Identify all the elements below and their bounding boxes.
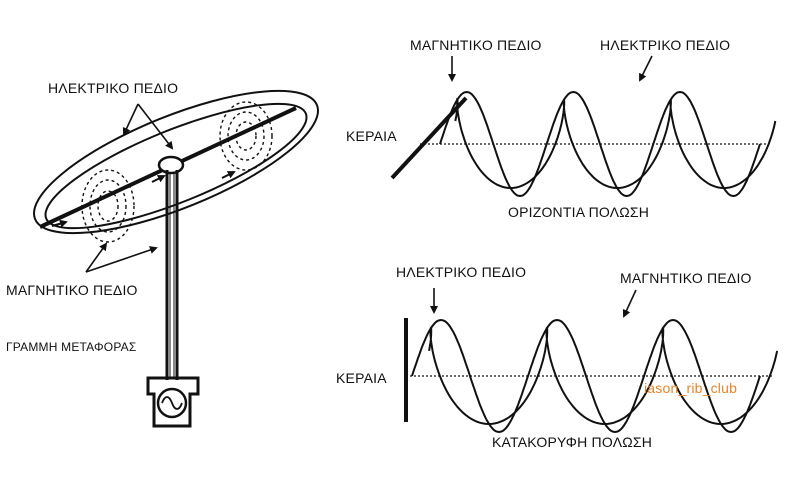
electric-field-wave-bottom — [411, 318, 761, 434]
feed-point — [157, 155, 185, 175]
left-magnetic-field-label: ΜΑΓΝΗΤΙΚΟ ΠΕΔΙΟ — [6, 282, 138, 298]
electric-field-loop-outer — [33, 89, 319, 235]
generator-housing — [146, 376, 200, 428]
vertical-polarization-diagram — [404, 288, 779, 434]
generator-circle — [156, 387, 188, 419]
sine-source-icon — [161, 396, 183, 410]
transmission-line-label: ΓΡΑΜΜΗ ΜΕΤΑΦΟΡΑΣ — [6, 340, 137, 354]
pointer-efield-1 — [122, 103, 139, 136]
horizontal-polarization-caption: ΟΡΙΖΟΝΤΙΑ ΠΟΛΩΣΗ — [508, 204, 650, 220]
electric-field-loop-inner — [44, 102, 308, 230]
magnetic-field-wave-bottom — [428, 326, 779, 426]
top-antenna-label: ΚΕΡΑΙΑ — [346, 128, 397, 144]
top-magnetic-field-label: ΜΑΓΝΗΤΙΚΟ ΠΕΔΙΟ — [410, 37, 542, 53]
left-electric-field-label: ΗΛΕΚΤΡΙΚΟ ΠΕΔΙΟ — [48, 80, 179, 96]
electric-field-wave-top — [439, 90, 761, 198]
watermark: iason_rib_club — [644, 380, 738, 396]
antenna-horizontal — [390, 96, 468, 180]
loop-arrow-right — [221, 171, 236, 179]
pointer-mfield-bottom — [622, 289, 637, 318]
loop-arrow-left — [51, 219, 68, 228]
magnetic-field-wave-top — [454, 97, 777, 190]
bottom-magnetic-field-label: ΜΑΓΝΗΤΙΚΟ ΠΕΔΙΟ — [620, 270, 752, 286]
bottom-electric-field-label: ΗΛΕΚΤΡΙΚΟ ΠΕΔΙΟ — [396, 264, 527, 280]
pointer-mfield-2 — [85, 246, 158, 273]
pointer-efield-top — [639, 55, 653, 82]
pointer-efield-2 — [137, 103, 174, 150]
bottom-antenna-label: ΚΕΡΑΙΑ — [336, 370, 387, 386]
horizontal-polarization-diagram — [390, 55, 777, 198]
pointer-mfield-1 — [85, 242, 108, 273]
vertical-polarization-caption: ΚΑΤΑΚΟΡΥΦΗ ΠΟΛΩΣΗ — [492, 434, 653, 450]
magnetic-field-rings-right — [219, 101, 273, 171]
dipole-field-diagram — [33, 89, 319, 428]
loop-arrow-center — [151, 175, 166, 183]
top-electric-field-label: ΗΛΕΚΤΡΙΚΟ ΠΕΔΙΟ — [600, 37, 731, 53]
